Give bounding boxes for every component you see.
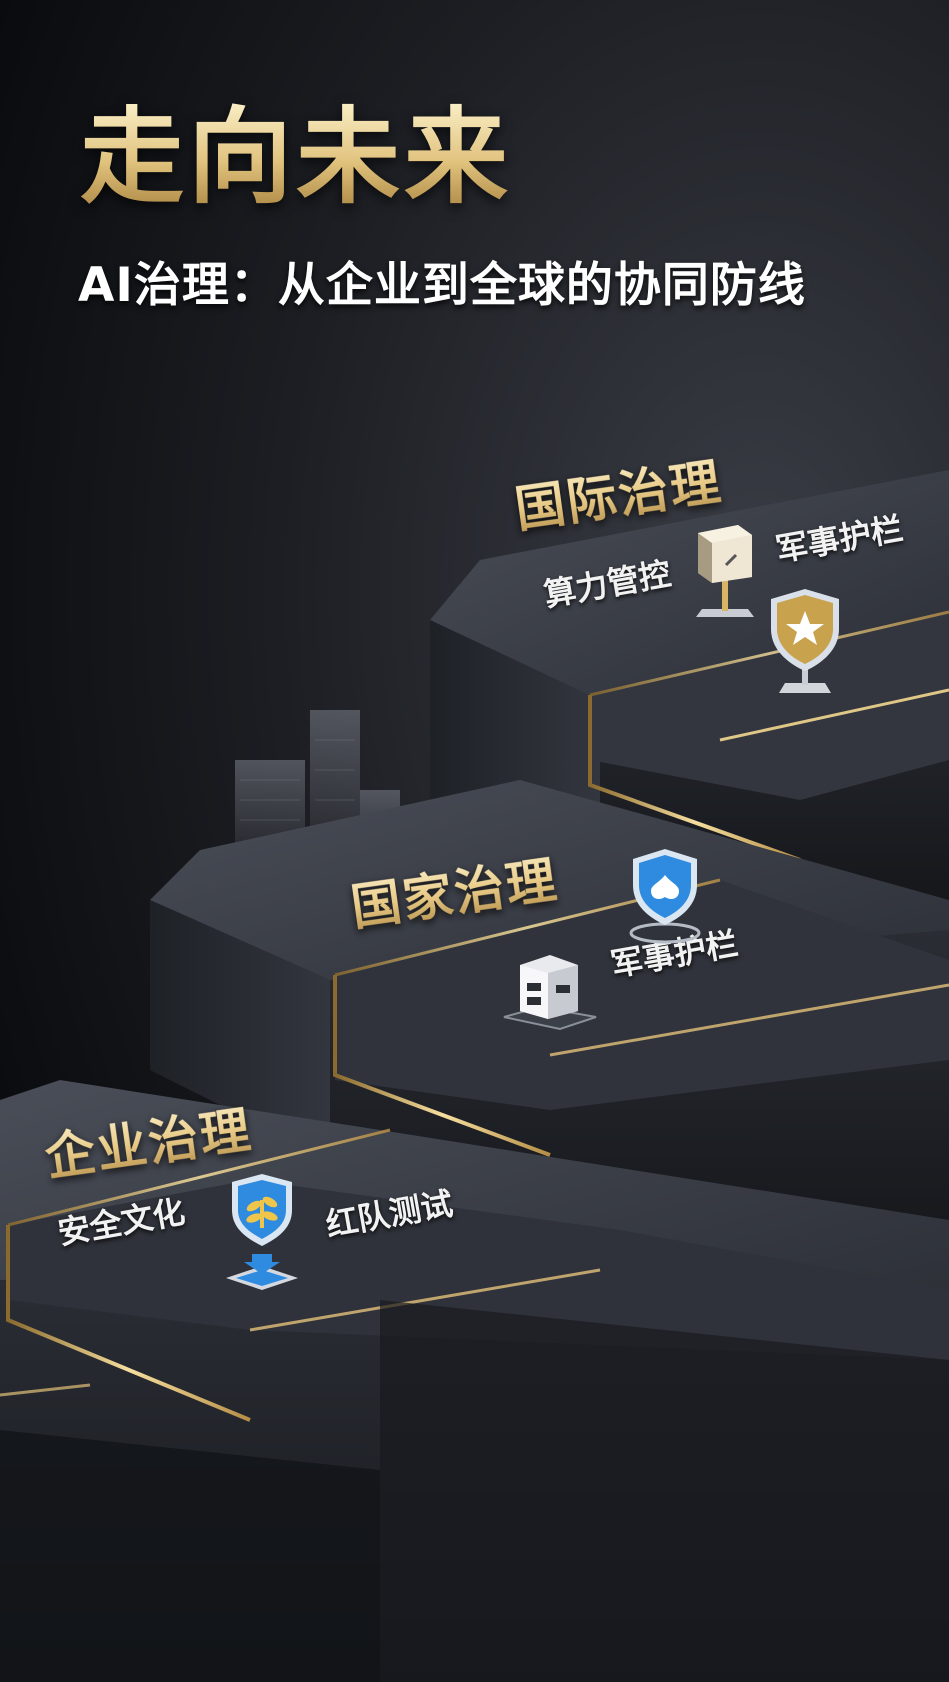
page-title: 走向未来 bbox=[80, 96, 513, 218]
wheat-shield-icon bbox=[226, 1174, 298, 1290]
computer-box-icon bbox=[503, 955, 597, 1031]
page-subtitle: AI治理：从企业到全球的协同防线 bbox=[78, 258, 806, 313]
step-national bbox=[150, 780, 949, 1250]
server-icon bbox=[696, 525, 754, 617]
step-enterprise bbox=[0, 1080, 949, 1682]
blue-shield-icon bbox=[629, 849, 701, 944]
gold-star-shield-icon bbox=[771, 589, 839, 693]
